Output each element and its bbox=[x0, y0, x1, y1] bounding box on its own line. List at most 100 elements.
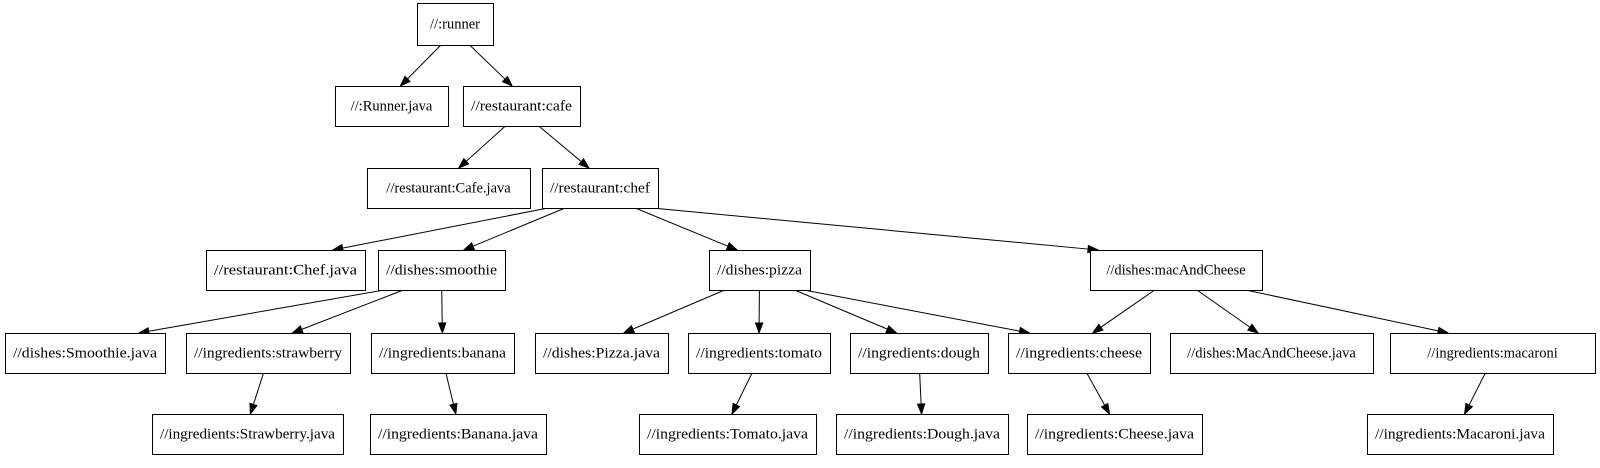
graph-node[interactable]: //restaurant:cafe bbox=[463, 86, 581, 127]
edge-arrowhead bbox=[290, 325, 304, 334]
graph-edge bbox=[754, 289, 764, 335]
graph-node[interactable]: //ingredients:tomato bbox=[688, 333, 831, 374]
edge-arrowhead bbox=[1091, 323, 1104, 334]
edge-line bbox=[445, 372, 454, 405]
graph-node[interactable]: //ingredients:Macaroni.java bbox=[1367, 414, 1554, 455]
graph-node[interactable]: //dishes:macAndCheese bbox=[1090, 250, 1263, 291]
node-label: //ingredients:macaroni bbox=[1427, 345, 1557, 361]
node-box bbox=[186, 333, 351, 374]
edge-line bbox=[252, 372, 264, 405]
graph-edge bbox=[634, 207, 739, 251]
graph-edge bbox=[457, 125, 506, 169]
graph-edge bbox=[445, 372, 458, 416]
node-box bbox=[535, 333, 669, 374]
edge-line bbox=[803, 289, 1020, 332]
graph-edge bbox=[469, 44, 514, 88]
graph-node[interactable]: //restaurant:Chef.java bbox=[206, 250, 366, 291]
edge-line bbox=[1086, 372, 1106, 406]
graph-edge bbox=[916, 372, 926, 416]
graph-node[interactable]: //ingredients:cheese bbox=[1008, 333, 1151, 374]
graph-node[interactable]: //dishes:smoothie bbox=[378, 250, 506, 291]
graph-node[interactable]: //ingredients:Cheese.java bbox=[1027, 414, 1203, 455]
graph-node[interactable]: //ingredients:Strawberry.java bbox=[152, 414, 344, 455]
edge-arrowhead bbox=[885, 324, 898, 334]
edge-arrowhead bbox=[622, 324, 636, 334]
node-box bbox=[367, 168, 531, 209]
graph-edge bbox=[331, 207, 549, 253]
edge-line bbox=[342, 207, 549, 249]
edge-arrowhead bbox=[501, 75, 514, 88]
edge-line bbox=[472, 207, 566, 247]
graph-node[interactable]: //dishes:MacAndCheese.java bbox=[1170, 333, 1374, 374]
graph-node[interactable]: //dishes:pizza bbox=[709, 250, 811, 291]
graph-node[interactable]: //restaurant:chef bbox=[542, 168, 659, 209]
node-label: //ingredients:Dough.java bbox=[844, 426, 1001, 442]
edge-arrowhead bbox=[437, 322, 447, 335]
graph-node[interactable]: //ingredients:Banana.java bbox=[370, 414, 547, 455]
edge-arrowhead bbox=[1247, 323, 1260, 334]
node-box bbox=[378, 250, 506, 291]
graph-edge bbox=[249, 372, 264, 416]
node-box bbox=[709, 250, 811, 291]
edge-line bbox=[538, 125, 582, 162]
node-label: //restaurant:cafe bbox=[471, 98, 572, 114]
node-label: //ingredients:Macaroni.java bbox=[1375, 426, 1546, 442]
edge-line bbox=[465, 125, 506, 162]
node-box bbox=[1027, 414, 1203, 455]
edge-arrowhead bbox=[249, 402, 258, 416]
node-label: //ingredients:dough bbox=[858, 345, 981, 361]
node-box bbox=[1390, 333, 1596, 374]
edge-line bbox=[1196, 289, 1251, 328]
graph-edge bbox=[290, 289, 404, 334]
graph-edge bbox=[1245, 289, 1450, 336]
node-label: //:Runner.java bbox=[351, 98, 433, 114]
graph-edge bbox=[137, 289, 385, 336]
node-label: //restaurant:chef bbox=[550, 180, 650, 196]
node-label: //ingredients:Banana.java bbox=[378, 426, 539, 442]
graph-node[interactable]: //restaurant:Cafe.java bbox=[367, 168, 531, 209]
node-box bbox=[1170, 333, 1374, 374]
graph-edge bbox=[794, 289, 898, 334]
edge-arrowhead bbox=[731, 402, 741, 416]
edge-arrowhead bbox=[1100, 402, 1111, 416]
node-label: //ingredients:strawberry bbox=[194, 345, 343, 361]
node-label: //dishes:pizza bbox=[717, 262, 803, 278]
graph-node[interactable]: //ingredients:Tomato.java bbox=[639, 414, 817, 455]
graph-node[interactable]: //ingredients:dough bbox=[850, 333, 989, 374]
edge-arrowhead bbox=[399, 75, 411, 88]
edge-arrowhead bbox=[578, 157, 591, 169]
node-box bbox=[335, 86, 449, 127]
edge-line bbox=[1468, 372, 1486, 406]
graph-node[interactable]: //ingredients:strawberry bbox=[186, 333, 351, 374]
graph-node[interactable]: //:runner bbox=[417, 3, 494, 46]
node-box bbox=[5, 333, 166, 374]
edge-line bbox=[634, 207, 729, 247]
graph-edge bbox=[651, 207, 1100, 254]
edge-line bbox=[735, 372, 753, 406]
graph-edge bbox=[1196, 289, 1260, 334]
node-label: //:runner bbox=[430, 16, 480, 32]
graph-node[interactable]: //dishes:Smoothie.java bbox=[5, 333, 166, 374]
graph-node[interactable]: //ingredients:macaroni bbox=[1390, 333, 1596, 374]
graph-edge bbox=[437, 289, 447, 335]
edge-arrowhead bbox=[725, 242, 739, 251]
graph-edge bbox=[399, 44, 442, 88]
node-label: //dishes:Pizza.java bbox=[543, 345, 661, 361]
node-label: //restaurant:Cafe.java bbox=[386, 180, 511, 196]
edge-line bbox=[919, 372, 922, 405]
graph-node[interactable]: //ingredients:Dough.java bbox=[836, 414, 1009, 455]
node-layer: //:runner //:Runner.java //restaurant:cafe… bbox=[5, 3, 1596, 455]
node-label: //ingredients:Tomato.java bbox=[647, 426, 809, 442]
graph-node[interactable]: //:Runner.java bbox=[335, 86, 449, 127]
edge-arrowhead bbox=[754, 322, 764, 335]
node-box bbox=[206, 250, 366, 291]
edge-line bbox=[407, 44, 442, 80]
edge-line bbox=[148, 289, 385, 332]
graph-edge bbox=[731, 372, 753, 416]
graph-node[interactable]: //ingredients:banana bbox=[371, 333, 515, 374]
graph-node[interactable]: //dishes:Pizza.java bbox=[535, 333, 669, 374]
node-label: //dishes:smoothie bbox=[386, 262, 497, 278]
node-box bbox=[688, 333, 831, 374]
